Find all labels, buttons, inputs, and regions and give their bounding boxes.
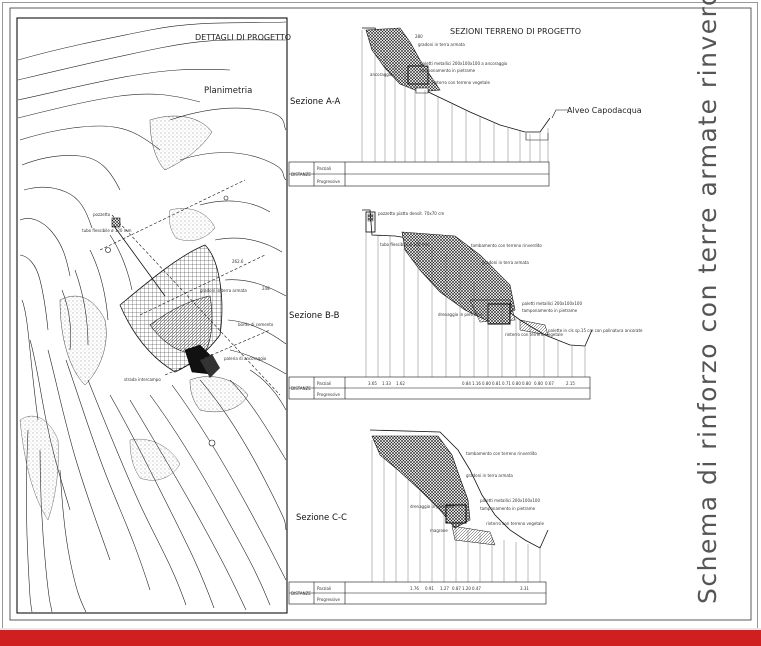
section-c-p3: 0.87 [452,586,461,591]
planimetry-title: Planimetria [204,86,252,96]
section-b-ann-5: drenaggio in pietrame [438,312,483,317]
section-c: Sezione C-C tombamento con terreno rinve… [288,429,549,605]
section-b-p10: 0.80 [534,381,543,386]
section-c-partials: 1.76 0.91 1.27 0.87 1.20 0.47 3.31 [410,586,529,591]
section-c-ann-7: magrone [430,528,448,533]
section-b-title: Sezione B-B [289,311,340,321]
section-c-ann-6: rinterro con terreno vegetale [486,521,544,526]
section-b-row-parziali: Parziali [317,381,331,386]
section-c-p2: 1.27 [440,586,449,591]
section-b-p6: 0.81 [492,381,501,386]
plan-label-3: 262.6 [232,259,244,264]
section-b-p4: 1.16 [472,381,481,386]
section-a-ann-6: 280 [415,34,423,39]
contour-lines [17,21,287,613]
section-a-ann-1: gradoni in terra armata [418,42,465,47]
section-c-ann-2: gradoni in terra armata [466,473,513,478]
planimetry-header: DETTAGLI DI PROGETTO [195,33,291,42]
section-a-ann-3: tamponamento in pietrame [420,68,476,73]
section-c-p1: 0.91 [425,586,434,591]
section-b-ann-9: palette in cls sp.15 cm con palinatura a… [548,328,643,333]
section-c-ann-4: paletti metallici 200x100x100 [480,498,540,503]
section-c-ann-3: drenaggio in pietrame [410,504,455,509]
section-traces [99,179,281,447]
plan-label-2: tubo flessibile ø 120 mm [82,228,132,233]
section-a-ann-4: ancoraggio [370,72,393,77]
section-a-row-parziali: Parziali [317,166,331,171]
section-b-ann-6: paletti metallici 200x100x100 [522,301,582,306]
section-b-p11: 0.67 [545,381,554,386]
section-b-row-distanze: DISTANZE [291,386,311,391]
section-b-p1: 1.33 [382,381,391,386]
section-b-p0: 3.65 [368,381,377,386]
section-b-ann-7: tamponamento in pietrame [522,308,578,313]
section-b-ann-3: tombamento con terreno rinverdito [471,243,542,248]
reinforced-earth-fan [119,244,223,378]
plan-label-4: 248 [262,286,270,291]
section-c-p0: 1.76 [410,586,419,591]
section-c-row-distanze: DISTANZE [291,591,311,596]
planimetry-labels: DETTAGLI DI PROGETTO Planimetria pozzett… [82,33,291,382]
plan-label-8: strada intercampo [124,377,161,382]
plan-label-5: gradoni in terra armata [200,288,247,293]
section-a: Sezione A-A Alveo Capodacqua gradoni in … [288,27,642,187]
section-a-ann-2: paletti metallici 200x100x100 a ancoragg… [420,61,508,66]
section-b-p8: 0.80 [512,381,521,386]
section-c-row-progressive: Progressive [317,597,341,602]
section-c-p4: 1.20 [462,586,471,591]
section-b-ann-8: rinterro con terreno vegetale [505,332,563,337]
section-c-row-parziali: Parziali [317,586,331,591]
section-b-p7: 0.71 [502,381,511,386]
plan-label-6: bordo di cemento [238,322,274,327]
section-b-ann-2: tubo flessibile ø 120 mm [380,242,430,247]
slope-bands [19,115,249,521]
river-label: Alveo Capodacqua [567,106,642,115]
section-b-p9: 0.80 [522,381,531,386]
section-c-p6: 3.31 [520,586,529,591]
plan-label-7: paleria di ancoraggio [224,356,267,361]
section-b: Sezione B-B pozzetto piatto densit. 70x7… [288,209,643,400]
bottom-bar [0,630,761,646]
section-b-ann-1: pozzetto piatto densit. 70x70 cm [378,211,444,216]
vertical-title: Schema di rinforzo con terre armate rinv… [693,0,722,604]
section-a-row-progressive: Progressive [317,179,341,184]
section-a-title: Sezione A-A [290,97,340,107]
planimetry-panel: DETTAGLI DI PROGETTO Planimetria pozzett… [16,17,291,614]
section-b-p3: 0.84 [462,381,471,386]
inner-frame [9,7,752,621]
section-c-p5: 0.47 [472,586,481,591]
section-b-p5: 0.80 [482,381,491,386]
section-c-title: Sezione C-C [296,513,347,523]
section-b-partials: 3.65 1.33 1.62 0.84 1.16 0.80 0.81 0.71 … [368,381,575,386]
section-a-ann-5: rinterro con terreno vegetale [432,80,490,85]
section-b-ann-4: gradoni in terra armata [482,260,529,265]
section-b-row-progressive: Progressive [317,392,341,397]
section-a-row-distanze: DISTANZE [291,172,311,177]
section-b-p2: 1.62 [396,381,405,386]
section-c-ann-1: tombamento con terreno rinverdito [466,451,537,456]
sections-header: SEZIONI TERRENO DI PROGETTO [450,27,581,36]
plan-label-1: pozzetto [93,212,111,217]
section-b-p12: 2.15 [566,381,575,386]
section-c-ann-5: tamponamento in pietrame [480,506,536,511]
